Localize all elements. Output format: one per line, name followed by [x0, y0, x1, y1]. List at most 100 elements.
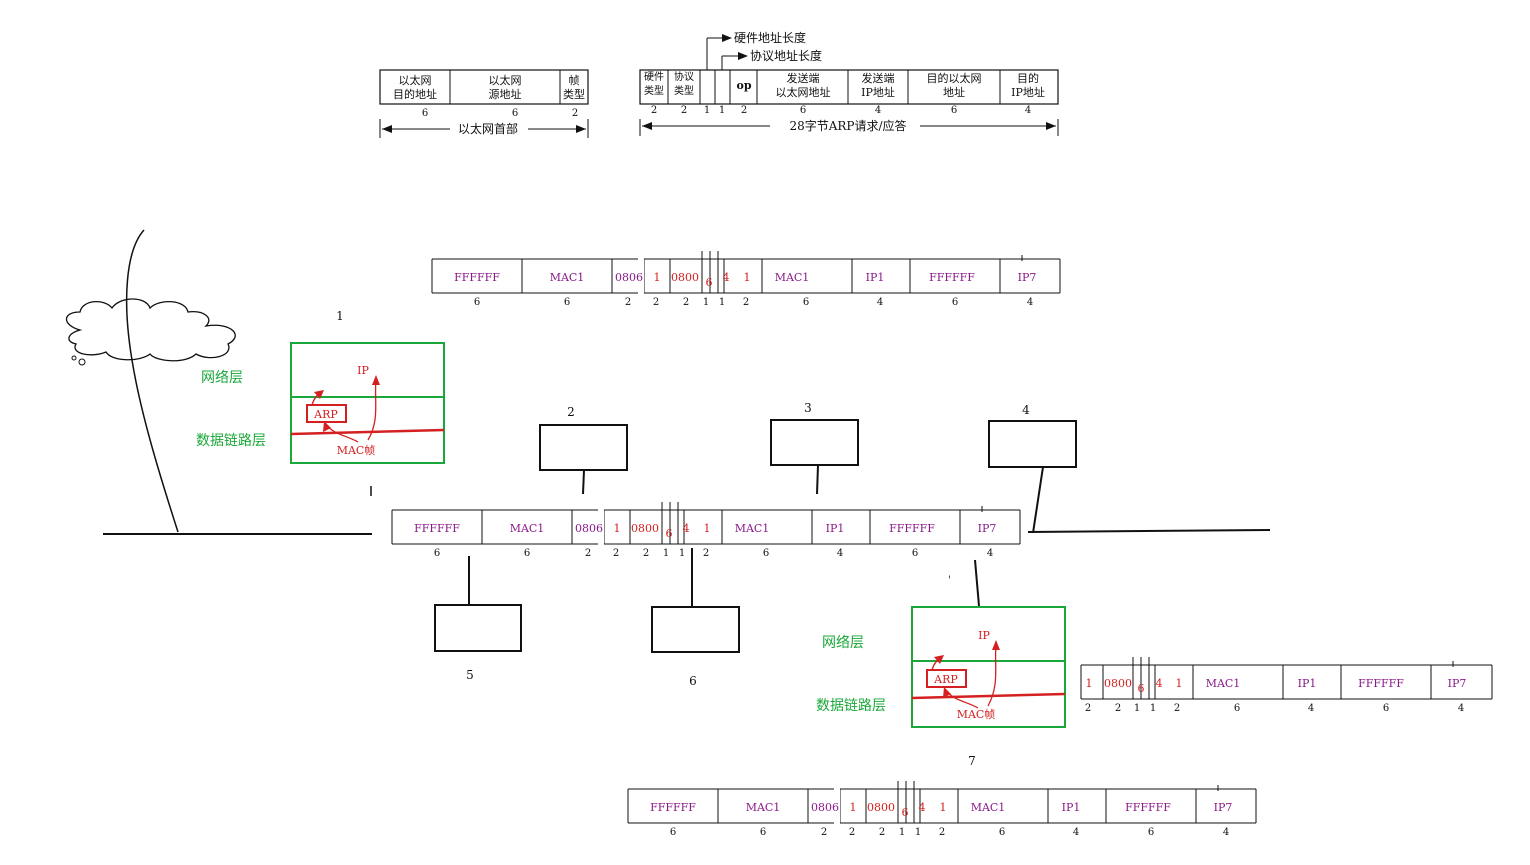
packet-bottom-field-10: FFFFFF — [1125, 801, 1171, 814]
packet-top-field-10: FFFFFF — [929, 271, 975, 284]
packet-arp-only-size-3: 1 — [1150, 703, 1156, 714]
packet-middle-field-9: IP1 — [826, 522, 845, 535]
arp-size-6: 4 — [875, 105, 881, 116]
packet-bottom-field-9: IP1 — [1062, 801, 1081, 814]
arp-field-hwtype: 硬件 — [644, 71, 664, 83]
arp-size-8: 4 — [1025, 105, 1031, 116]
arp-box-7 — [926, 669, 967, 688]
arp-field-prototype: 协议 — [674, 70, 694, 83]
packet-bottom-size-1: 6 — [760, 827, 766, 838]
host-label-7: 7 — [968, 754, 976, 768]
arp-size-4: 2 — [741, 105, 747, 116]
packet-middle-field-2: 0806 — [575, 522, 603, 535]
packet-middle-size-9: 4 — [837, 548, 843, 559]
arp-field-sender-mac: 发送端 — [787, 71, 820, 85]
packet-bottom-size-5: 1 — [899, 827, 905, 838]
packet-arp-only-size-8: 4 — [1458, 703, 1464, 714]
packet-top-field-4: 0800 — [671, 271, 699, 284]
mac-frame-label-1: MAC帧 — [337, 443, 376, 457]
packet-top-field-0: FFFFFF — [454, 271, 500, 284]
packet-bottom-size-10: 6 — [1148, 827, 1154, 838]
arp-field-sender-ip-2: IP地址 — [861, 85, 895, 99]
packet-arp-only-field-2: 6 — [1138, 682, 1145, 695]
arp-field-sender-mac-2: 以太网地址 — [776, 85, 831, 99]
packet-bottom-size-6: 1 — [915, 827, 921, 838]
packet-top-field-2: 0806 — [615, 271, 643, 284]
arp-span-label: 28字节ARP请求/应答 — [789, 118, 906, 133]
packet-middle-field-5: 6 — [666, 527, 673, 540]
packet-middle-size-5: 1 — [663, 548, 669, 559]
arp-field-op: op — [736, 79, 751, 92]
packet-bottom-field-4: 0800 — [867, 801, 895, 814]
host-5[interactable]: 5 — [434, 556, 522, 682]
packet-top-size-3: 2 — [653, 297, 659, 308]
packet-bottom-field-5: 6 — [902, 806, 909, 819]
packet-top-size-4: 2 — [683, 297, 689, 308]
network-layer-label-1: 网络层 — [201, 370, 243, 386]
packet-bottom-size-4: 2 — [879, 827, 885, 838]
eth-field-line2-2: 类型 — [563, 87, 585, 101]
arp-size-2: 1 — [704, 105, 710, 116]
packet-middle-field-10: FFFFFF — [889, 522, 935, 535]
packet-middle-field-0: FFFFFF — [414, 522, 460, 535]
arp-field-target-ip-2: IP地址 — [1011, 85, 1045, 99]
packet-bottom-size-0: 6 — [670, 827, 676, 838]
host-7-stack[interactable]: ARP IP MAC帧 7 — [911, 606, 1066, 768]
packet-top-field-3: 1 — [654, 271, 661, 284]
eth-field-src: 以太网 — [489, 74, 522, 87]
packet-top-size-7: 2 — [743, 297, 749, 308]
packet-arp-only-size-2: 1 — [1134, 703, 1140, 714]
lan-bus-right — [1027, 529, 1271, 533]
host-1-stack[interactable]: 1 ARP IP MAC帧 — [290, 309, 445, 464]
packet-middle-size-1: 6 — [524, 548, 530, 559]
packet-bottom-field-1: MAC1 — [746, 801, 781, 814]
packet-bottom-field-3: 1 — [850, 801, 857, 814]
internet-link — [125, 229, 179, 533]
packet-bottom-size-3: 2 — [849, 827, 855, 838]
host-4[interactable]: 4 — [988, 403, 1077, 534]
host-2[interactable]: 2 — [539, 405, 628, 495]
packet-arp-only-field-6: IP1 — [1298, 677, 1317, 690]
packet-bottom-size-9: 4 — [1073, 827, 1079, 838]
arp-field-hwtype-2: 类型 — [644, 84, 664, 97]
packet-arp-only-field-4: 1 — [1176, 677, 1183, 690]
eth-size-2: 2 — [572, 108, 578, 119]
eth-size-0: 6 — [422, 108, 428, 119]
packet-middle-field-6: 4 — [683, 522, 690, 535]
packet-arp-only-size-5: 6 — [1234, 703, 1240, 714]
packet-top-size-11: 4 — [1027, 297, 1033, 308]
packet-top-size-8: 6 — [803, 297, 809, 308]
host-3[interactable]: 3 — [770, 401, 859, 495]
packet-middle-size-0: 6 — [434, 548, 440, 559]
packet-middle-size-2: 2 — [585, 548, 591, 559]
datalink-layer-label-1: 数据链路层 — [196, 433, 266, 449]
arp-size-0: 2 — [651, 105, 657, 116]
arp-field-target-mac-2: 地址 — [943, 85, 965, 99]
arp-size-7: 6 — [951, 105, 957, 116]
arp-size-1: 2 — [681, 105, 687, 116]
packet-middle-size-7: 2 — [703, 548, 709, 559]
packet-bottom-size-7: 2 — [939, 827, 945, 838]
packet-middle-field-3: 1 — [614, 522, 621, 535]
packet-bottom-size-2: 2 — [821, 827, 827, 838]
host-6[interactable]: 6 — [651, 548, 740, 688]
packet-top-field-7: 1 — [744, 271, 751, 284]
packet-middle-size-4: 2 — [643, 548, 649, 559]
arp-box-1 — [306, 404, 347, 423]
arp-field-target-mac: 目的以太网 — [927, 71, 982, 85]
packet-arp-only-size-4: 2 — [1174, 703, 1180, 714]
packet-middle-size-8: 6 — [763, 548, 769, 559]
packet-arp-only-size-0: 2 — [1085, 703, 1091, 714]
packet-top-size-2: 2 — [625, 297, 631, 308]
host-label-3: 3 — [804, 401, 812, 415]
eth-field-dst-line1: 以太网 — [399, 74, 432, 87]
packet-bottom-field-11: IP7 — [1214, 801, 1233, 814]
packet-top-size-5: 1 — [703, 297, 709, 308]
packet-middle-size-11: 4 — [987, 548, 993, 559]
packet-middle-field-7: 1 — [704, 522, 711, 535]
packet-middle-field-1: MAC1 — [510, 522, 545, 535]
arp-field-target-ip: 目的 — [1017, 71, 1039, 85]
callout-proto-len: 协议地址长度 — [750, 48, 822, 63]
